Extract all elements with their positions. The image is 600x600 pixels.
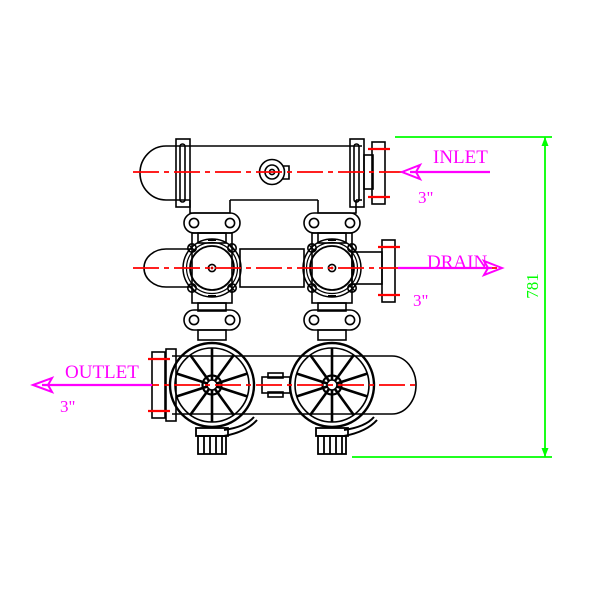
annotation-outlet: OUTLET 3" <box>30 362 152 416</box>
annotation-inlet: INLET 3" <box>399 147 490 207</box>
annotation-drain: DRAIN 3" <box>398 252 505 310</box>
dimension-overall-height <box>352 136 552 458</box>
annotation-size-inlet: 3" <box>418 188 433 207</box>
top-strainer-vessel <box>139 138 374 214</box>
flange-bolt-marks <box>148 147 400 413</box>
dimension-value-781: 781 <box>523 273 542 299</box>
drain-flange <box>381 239 396 303</box>
gear-actuator-right <box>315 416 378 455</box>
inlet-flange <box>371 141 386 205</box>
annotation-size-outlet: 3" <box>60 397 75 416</box>
centerlines <box>133 171 500 386</box>
annotation-label-outlet: OUTLET <box>65 362 139 383</box>
annotation-size-drain: 3" <box>413 291 428 310</box>
annotation-label-inlet: INLET <box>433 147 488 168</box>
saddle-flange-group-lower <box>183 302 361 341</box>
annotation-label-drain: DRAIN <box>427 252 487 273</box>
handwheel-left <box>168 341 256 429</box>
gear-actuator-left <box>195 416 258 455</box>
